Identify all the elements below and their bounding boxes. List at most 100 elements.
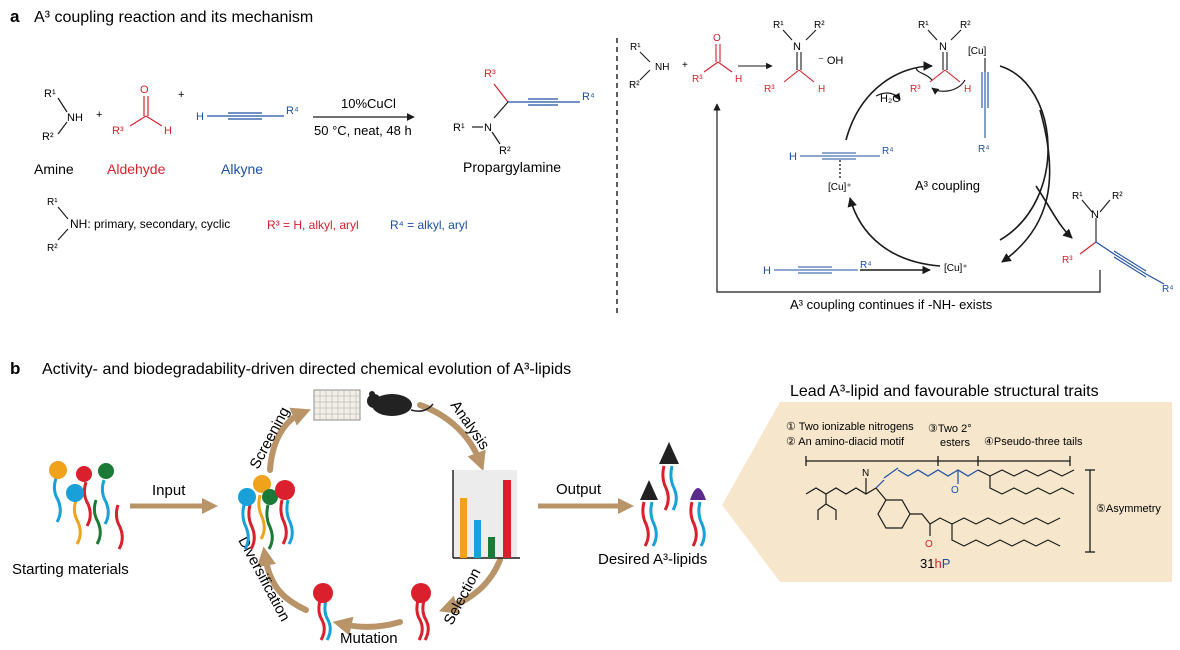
cu-iminium-complex: R¹ R² N R³ H [Cu] R⁴: [910, 20, 990, 155]
compound-highlight: h: [934, 556, 941, 571]
trait-2: ② An amino-diacid motif: [786, 436, 905, 448]
cycle-center-label: A³ coupling: [915, 178, 980, 193]
alkyne-label: Alkyne: [221, 161, 263, 177]
trait-4: ④Pseudo-three tails: [984, 436, 1083, 448]
scope-r4-text: R⁴ = alkyl, aryl: [390, 218, 468, 232]
bottom-alkyne: H R⁴: [763, 260, 931, 277]
mech-product-r1: R¹: [1072, 191, 1083, 202]
cu-alkynyl-h: H: [789, 151, 797, 163]
bottom-alkyne-r4: R⁴: [860, 260, 872, 271]
aldehyde-h: H: [164, 125, 172, 137]
trait-brackets: [805, 456, 1095, 553]
scope-r1: R¹: [47, 197, 58, 208]
plus-2: +: [178, 89, 184, 101]
alkyne-r4: R⁴: [286, 105, 299, 117]
amine-structure: R¹ NH R²: [42, 88, 83, 143]
aldehyde-label: Aldehyde: [107, 161, 166, 177]
scope-r2: R²: [47, 243, 58, 254]
mech-amine-nh: NH: [655, 62, 669, 73]
iminium-r1: R¹: [773, 20, 784, 31]
aldehyde-structure: O R³ H: [112, 84, 172, 137]
desired-lipids-label: Desired A³-lipids: [598, 551, 707, 568]
trait-5: ⑤Asymmetry: [1096, 503, 1161, 515]
cu-alkynyl-r4: R⁴: [882, 146, 894, 157]
panel-a-letter: a: [10, 7, 20, 26]
reaction-conditions: 50 °C, neat, 48 h: [314, 123, 412, 138]
alkyne-h: H: [196, 111, 204, 123]
cu-complex-r3: R³: [910, 84, 921, 95]
reaction-catalyst: 10%CuCl: [341, 96, 396, 111]
bottom-alkyne-h: H: [763, 265, 771, 277]
cu-complex-r2: R²: [960, 20, 971, 31]
mech-ald-r3: R³: [692, 74, 703, 85]
lead-title: Lead A³-lipid and favourable structural …: [790, 383, 1099, 400]
aldehyde-o: O: [140, 84, 149, 96]
cu-complex-r1: R¹: [918, 20, 929, 31]
iminium-h: H: [818, 84, 825, 95]
cu-alkynyl: H R⁴ [Cu]⁺: [789, 146, 894, 193]
plus-1: +: [96, 109, 102, 121]
desired-lipids: [640, 442, 706, 547]
mech-product-r3: R³: [1062, 255, 1073, 266]
mech-amine-r1: R¹: [630, 42, 641, 53]
amine-nh: NH: [67, 112, 83, 124]
screening-plate-icon: [313, 389, 361, 421]
mouse-icon: [367, 391, 434, 416]
iminium-structure: R¹ R² N R³ H ⁻ OH: [764, 20, 843, 95]
catalytic-cycle: [845, 61, 1073, 267]
compound-label: 31hP: [920, 556, 950, 571]
mech-ald-o: O: [713, 33, 721, 44]
product-r4: R⁴: [582, 91, 595, 103]
mech-product-n: N: [1091, 209, 1099, 221]
cycle-diversification: Diversification: [234, 534, 293, 624]
selected-lipids: [313, 583, 431, 641]
trait-1: ① Two ionizable nitrogens: [786, 421, 914, 433]
mech-amine-r2: R²: [629, 80, 640, 91]
lead-lipid-structure: [805, 467, 1075, 547]
output-label: Output: [556, 481, 602, 498]
mechanism-product: R¹ R² N R³ R⁴: [1062, 191, 1174, 295]
starting-materials-label: Starting materials: [12, 561, 129, 578]
amine-r2: R²: [42, 131, 54, 143]
water-label: H₂O: [880, 93, 901, 105]
compound-prefix: 31: [920, 556, 934, 571]
input-label: Input: [152, 482, 186, 499]
product-r2: R²: [499, 145, 511, 157]
panel-b-title: Activity- and biodegradability-driven di…: [42, 361, 571, 378]
alkyne-structure: H R⁴: [196, 105, 299, 123]
diverse-lipids: [238, 475, 295, 550]
iminium-n: N: [793, 41, 801, 53]
aldehyde-r3: R³: [112, 125, 124, 137]
cu-complex-h: H: [964, 84, 971, 95]
amine-r1: R¹: [44, 88, 56, 100]
propargylamine-structure: R³ R⁴ R¹ N R²: [453, 68, 595, 157]
cycle-selection: Selection: [441, 565, 485, 627]
product-n: N: [484, 122, 492, 134]
cu-alkynyl-cu: [Cu]⁺: [828, 182, 852, 193]
panel-b-letter: b: [10, 359, 20, 378]
product-r1: R¹: [453, 122, 465, 134]
cu-complex-cu: [Cu]: [968, 46, 987, 57]
lead-n-label: N: [862, 468, 869, 479]
scope-r3-text: R³ = H, alkyl, aryl: [267, 218, 359, 232]
amine-label: Amine: [34, 161, 74, 177]
compound-suffix: P: [942, 556, 951, 571]
panel-a-title: A³ coupling reaction and its mechanism: [34, 9, 313, 26]
iminium-r3: R³: [764, 84, 775, 95]
continue-label: A³ coupling continues if -NH- exists: [790, 297, 993, 312]
lead-o-2: O: [925, 539, 933, 550]
cu-complex-n: N: [939, 41, 947, 53]
cu-plus-bottom: [Cu]⁺: [944, 263, 968, 274]
cu-complex-r4: R⁴: [978, 144, 990, 155]
product-r3: R³: [484, 68, 496, 80]
mechanism-amine: R¹ NH R²: [629, 42, 669, 91]
hydroxide: ⁻ OH: [818, 55, 843, 67]
trait-3b: esters: [940, 437, 970, 449]
starting-lipids: [49, 461, 124, 550]
iminium-r2: R²: [814, 20, 825, 31]
lead-o-1: O: [951, 485, 959, 496]
continue-loop-arrow: [713, 103, 1101, 293]
cycle-mutation: Mutation: [340, 630, 398, 647]
trait-3a: ③Two 2°: [928, 423, 972, 435]
propargylamine-label: Propargylamine: [463, 159, 561, 175]
